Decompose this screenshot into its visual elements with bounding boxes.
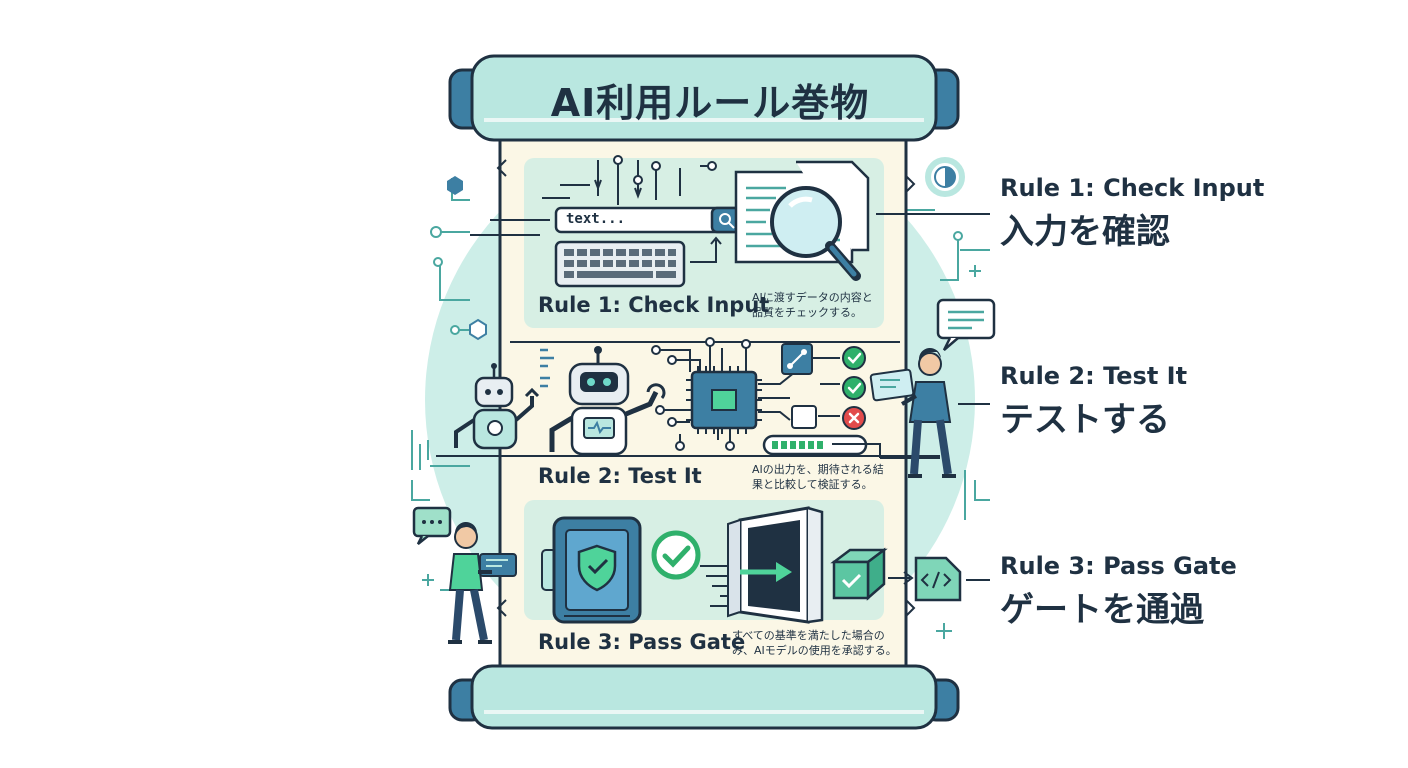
rule3-description: すべての基準を満たした場合の み、AIモデルの使用を承認する。 — [732, 629, 897, 657]
person-with-laptop-icon — [448, 521, 517, 644]
scroll-top-rod — [448, 54, 960, 142]
rule3-side-jp: ゲートを通過 — [1000, 590, 1204, 630]
test-case-icon — [791, 405, 817, 429]
small-robot-icon — [454, 363, 540, 450]
toggle-icon — [925, 157, 965, 197]
rule1-side-jp: 入力を確認 — [1000, 212, 1170, 252]
chat-bubble-icon — [936, 298, 996, 351]
hexagon-icon — [469, 318, 487, 341]
package-box-icon — [830, 547, 888, 601]
rule2-side-title: Rule 2: Test It — [1000, 362, 1188, 390]
pass-check-icon — [842, 376, 866, 400]
magnifier-icon — [770, 186, 861, 281]
pass-check-icon — [842, 346, 866, 370]
gate-door-icon — [727, 506, 824, 624]
approved-check-icon — [651, 530, 701, 580]
sparkle-icons — [422, 265, 981, 639]
hexagon-icon — [447, 176, 463, 195]
circuit-nodes-left — [430, 226, 460, 335]
search-input-text: text... — [566, 211, 626, 227]
rule2-side-jp: テストする — [1000, 400, 1170, 440]
rule1-side-title: Rule 1: Check Input — [1000, 174, 1265, 202]
rule3-side-title: Rule 3: Pass Gate — [1000, 552, 1237, 580]
rule3-label: Rule 3: Pass Gate — [538, 630, 746, 654]
rule1-description: AIに渡すデータの内容と 品質をチェックする。 — [752, 291, 873, 319]
scroll-bottom-rod — [448, 664, 960, 730]
keyboard-icon — [554, 240, 686, 288]
circuit-traces-left — [411, 178, 470, 591]
rule2-description: AIの出力を、期待される結 果と比較して検証する。 — [752, 463, 884, 491]
security-device-icon — [541, 516, 642, 624]
rule2-label: Rule 2: Test It — [538, 464, 702, 488]
arrow-right-icon — [776, 562, 792, 582]
chat-bubble-icon — [412, 506, 452, 545]
fail-x-icon — [842, 406, 866, 430]
robot-icon — [549, 346, 666, 456]
processor-chip-icon — [686, 366, 762, 434]
person-with-laptop-icon — [869, 347, 956, 478]
code-file-icon — [914, 556, 962, 602]
scroll-title: AI利用ルール巻物 — [550, 81, 870, 125]
rule1-label: Rule 1: Check Input — [538, 293, 770, 317]
